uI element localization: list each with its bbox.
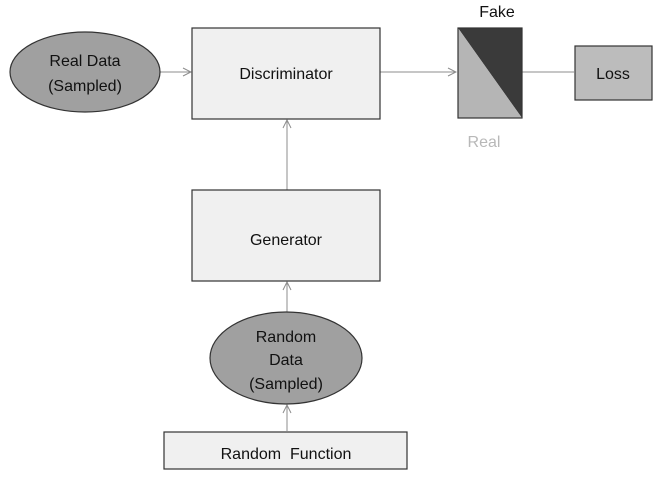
random-data-label-line1: Random — [256, 329, 316, 346]
real-region — [458, 28, 522, 118]
generator-node: Generator — [191, 189, 381, 282]
fake-label: Fake — [479, 4, 515, 21]
discriminator-node: Discriminator — [191, 27, 381, 120]
random-data-label-line2: Data — [269, 352, 303, 369]
generator-label: Generator — [250, 232, 323, 249]
real-data-label-line2: (Sampled) — [48, 78, 122, 95]
random-data-node: Random Data (Sampled) — [209, 311, 363, 405]
discriminator-label: Discriminator — [239, 66, 333, 83]
loss-label: Loss — [596, 66, 630, 83]
real-data-node: Real Data (Sampled) — [9, 31, 161, 113]
output-indicator — [457, 27, 523, 119]
loss-node: Loss — [574, 45, 653, 101]
real-data-label-line1: Real Data — [49, 53, 120, 70]
random-function-node: Random Function — [163, 431, 408, 470]
random-function-label: Random Function — [221, 446, 352, 463]
real-label: Real — [468, 134, 501, 151]
random-data-label-line3: (Sampled) — [249, 376, 323, 393]
